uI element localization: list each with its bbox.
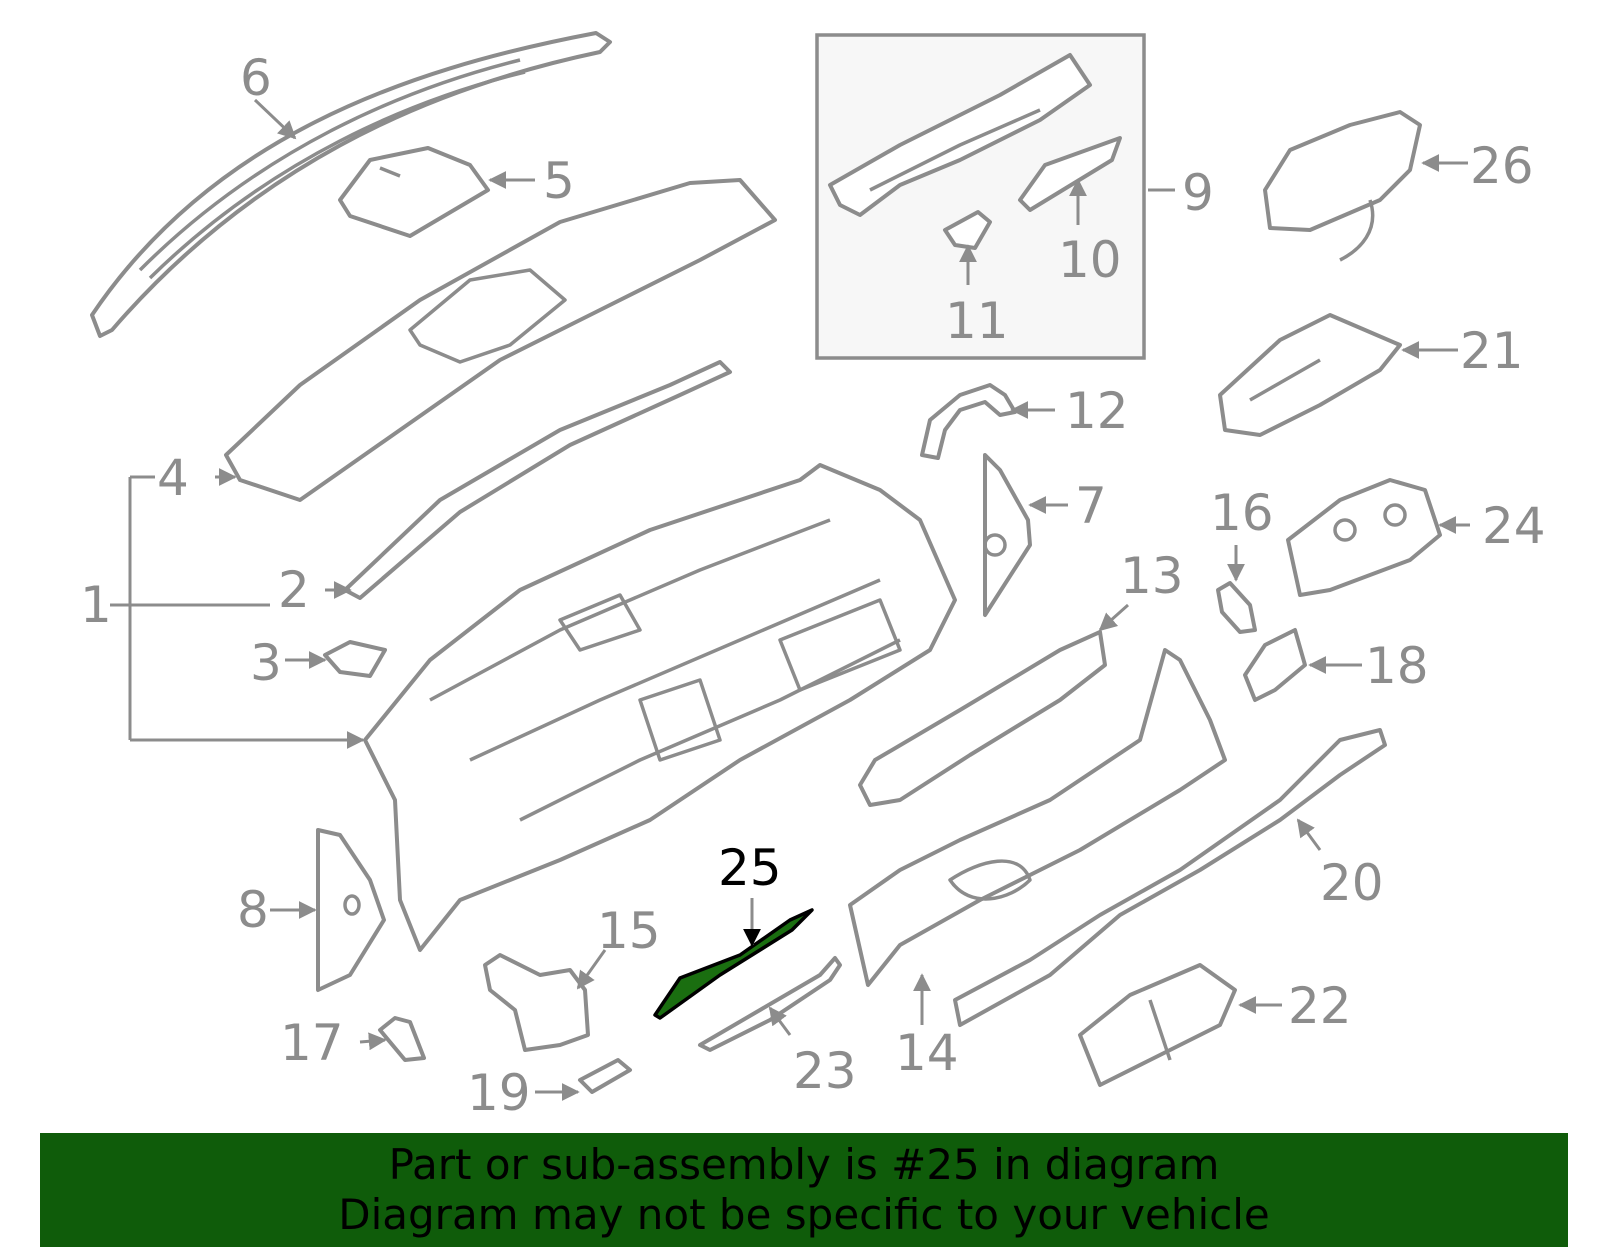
part-15-shape xyxy=(483,953,590,1052)
part-9-shape xyxy=(828,53,1122,250)
callout-10: 10 xyxy=(1058,231,1122,289)
part-13-shape xyxy=(858,630,1107,807)
callout-22: 22 xyxy=(1288,977,1352,1035)
banner-line-part-number: Part or sub-assembly is #25 in diagram xyxy=(388,1140,1220,1189)
part-21-shape xyxy=(1218,313,1402,437)
part-7-shape xyxy=(983,453,1032,617)
callout-4: 4 xyxy=(157,449,189,507)
callout-24: 24 xyxy=(1482,497,1546,555)
part-14-shape xyxy=(848,648,1227,987)
banner-line-disclaimer: Diagram may not be specific to your vehi… xyxy=(338,1190,1270,1239)
callout-5: 5 xyxy=(543,152,575,210)
part-24-shape xyxy=(1286,478,1442,597)
callout-3: 3 xyxy=(250,634,282,692)
callout-26: 26 xyxy=(1470,137,1534,195)
part-1-shape xyxy=(363,463,957,952)
part-25-shape-highlighted xyxy=(653,908,814,1020)
callout-16: 16 xyxy=(1210,484,1274,542)
part-16-shape xyxy=(1216,581,1257,634)
part-6-shape xyxy=(90,31,612,338)
part-23-shape xyxy=(698,956,842,1052)
callout-25: 25 xyxy=(718,839,782,897)
part-18-shape xyxy=(1243,628,1307,702)
leader-lines xyxy=(110,98,1470,1101)
callout-7: 7 xyxy=(1075,477,1107,535)
callout-15: 15 xyxy=(597,902,661,960)
part-20-shape xyxy=(953,728,1387,1027)
part-19-shape xyxy=(578,1058,632,1094)
callout-12: 12 xyxy=(1065,382,1129,440)
part-4-shape xyxy=(224,178,777,502)
callout-21: 21 xyxy=(1460,322,1524,380)
part-12-shape xyxy=(920,383,1017,460)
callout-13: 13 xyxy=(1120,547,1184,605)
part-8-shape xyxy=(316,828,386,992)
callout-2: 2 xyxy=(278,561,310,619)
part-3-shape xyxy=(323,640,387,678)
callout-11: 11 xyxy=(945,292,1009,350)
callout-6: 6 xyxy=(240,49,272,107)
callout-9: 9 xyxy=(1182,164,1214,222)
callout-1: 1 xyxy=(80,576,112,634)
callout-20: 20 xyxy=(1320,854,1384,912)
callout-23: 23 xyxy=(793,1042,857,1100)
callout-8: 8 xyxy=(237,881,269,939)
part-17-shape xyxy=(378,1016,426,1062)
callout-18: 18 xyxy=(1365,637,1429,695)
part-5-shape xyxy=(338,146,490,238)
part-2-shape xyxy=(343,360,732,600)
callout-14: 14 xyxy=(895,1024,959,1082)
part-26-shape xyxy=(1263,110,1422,262)
callout-19: 19 xyxy=(467,1064,531,1122)
info-banner: Part or sub-assembly is #25 in diagram D… xyxy=(40,1133,1568,1247)
callout-17: 17 xyxy=(280,1014,344,1072)
part-22-shape xyxy=(1078,963,1237,1087)
